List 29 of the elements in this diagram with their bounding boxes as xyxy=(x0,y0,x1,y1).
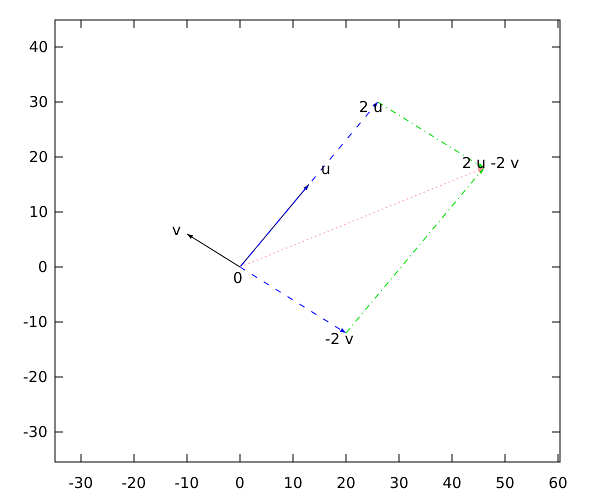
tick-label: 20 xyxy=(29,149,48,165)
tick-label: 40 xyxy=(442,475,462,491)
vector-label: u xyxy=(321,161,331,177)
tick-label: -20 xyxy=(122,475,146,491)
tick-label: 10 xyxy=(29,204,48,220)
tick-label: -20 xyxy=(23,369,48,385)
tick-label: 10 xyxy=(284,475,303,491)
vector-arrow xyxy=(240,168,484,268)
tick-label: -10 xyxy=(174,475,199,491)
tick-label: 30 xyxy=(390,475,409,491)
vector-arrow xyxy=(186,234,240,268)
vector-arrow xyxy=(240,266,346,334)
vector-label: 0 xyxy=(233,270,243,286)
vector-arrow xyxy=(346,168,484,334)
tick-label: 0 xyxy=(235,475,245,491)
vector-label: -2 v xyxy=(325,331,354,347)
vector-label: v xyxy=(172,222,181,238)
tick-label: 40 xyxy=(29,39,48,55)
tick-label: 20 xyxy=(336,475,356,491)
tick-label: 50 xyxy=(496,475,515,491)
tick-label: 0 xyxy=(38,259,48,275)
tick-label: -30 xyxy=(68,475,93,491)
vector-arrow xyxy=(377,102,484,168)
tick-label: -30 xyxy=(23,424,48,440)
vector-label: 2 u xyxy=(359,99,383,115)
vector-arrow xyxy=(240,102,378,268)
tick-label: 30 xyxy=(29,94,48,110)
tick-label: -10 xyxy=(23,314,48,330)
tick-label: 60 xyxy=(548,475,568,491)
